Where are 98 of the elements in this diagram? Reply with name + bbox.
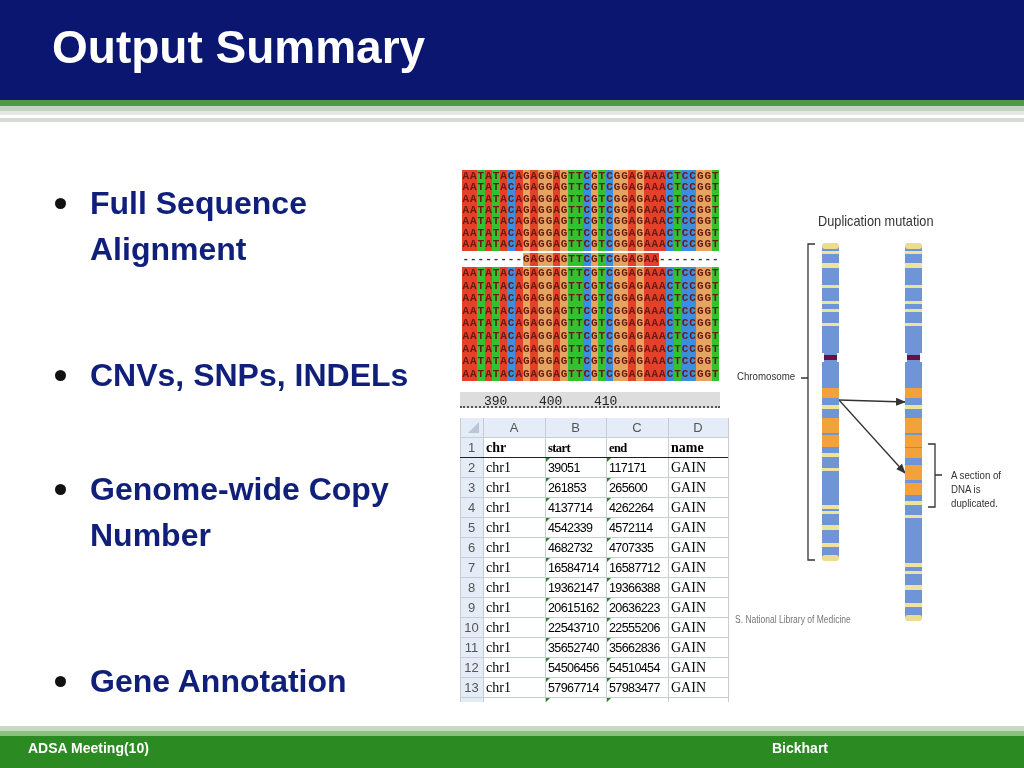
table-cell-text: 20636223 xyxy=(608,600,661,617)
table-cell-text: 35662836 xyxy=(608,640,661,657)
table-cell-text: 117171 xyxy=(608,460,648,477)
row-number: 4 xyxy=(466,499,477,517)
table-cell-text: 19362147 xyxy=(547,580,600,597)
sequence-row: AATATACAGAGGAGTTCGTCGGAGAAACTCCGGT xyxy=(462,304,720,318)
sequence-row: AATATACAGAGGAGTTCGTCGGAGAAACTCCGGT xyxy=(462,279,720,293)
row-number: 5 xyxy=(466,519,477,537)
table-cell-text: GAIN xyxy=(670,659,707,677)
table-cell-text: 265600 xyxy=(608,480,649,497)
row-number: 6 xyxy=(466,539,477,557)
table-cell-text: start xyxy=(547,440,572,457)
table-cell-text: chr1 xyxy=(485,519,512,537)
ruler-number: 400 xyxy=(539,394,563,409)
table-cell-text: 57983477 xyxy=(608,680,661,697)
table-cell-text: chr1 xyxy=(485,599,512,617)
table-cell-text: 4682732 xyxy=(547,540,594,557)
bullet-text: Genome-wide Copy Number xyxy=(90,470,390,555)
row-number: 7 xyxy=(466,559,477,577)
table-cell-text: chr1 xyxy=(485,679,512,697)
row-number: 11 xyxy=(463,639,480,657)
table-cell-text: chr1 xyxy=(485,659,512,677)
table-cell-text: chr1 xyxy=(485,639,512,657)
ruler-number: 410 xyxy=(594,394,618,409)
table-cell-text: 22555206 xyxy=(608,620,661,637)
row-number: 8 xyxy=(466,579,477,597)
arrow xyxy=(838,397,906,406)
table-cell-text: 54510454 xyxy=(608,660,661,677)
bullet-text: CNVs, SNPs, INDELs xyxy=(90,356,410,395)
table-cell-text: 4542339 xyxy=(547,520,594,537)
table-cell-text: name xyxy=(670,439,705,457)
table-cell-text: 4262264 xyxy=(608,500,655,517)
table-cell-text: chr1 xyxy=(485,479,512,497)
table-cell-text: 19366388 xyxy=(608,580,661,597)
row-number: 9 xyxy=(466,599,477,617)
figure-title: Duplication mutation xyxy=(818,212,934,229)
table-cell-text: chr1 xyxy=(485,459,512,477)
table-cell-text: 16584714 xyxy=(547,560,600,577)
table-cell-text: GAIN xyxy=(670,619,707,637)
table-cell-text: 35652740 xyxy=(547,640,600,657)
sequence-row: AATATACAGAGGAGTTCGTCGGAGAAACTCCGGT xyxy=(462,267,720,280)
table-cell-text: GAIN xyxy=(670,579,707,597)
table-cell-text: chr1 xyxy=(485,619,512,637)
column-header: B xyxy=(570,419,581,437)
table-cell-text: chr1 xyxy=(485,499,512,517)
table-cell-text: chr1 xyxy=(485,539,512,557)
footer-text: ADSA Meeting(10) xyxy=(28,740,149,756)
arrow xyxy=(838,399,906,474)
table-cell-text: end xyxy=(608,440,628,457)
table-cell-text: GAIN xyxy=(670,499,707,517)
table-cell-text: GAIN xyxy=(670,639,707,657)
row-number: 13 xyxy=(463,679,480,697)
column-header: D xyxy=(692,419,704,437)
ruler-number: 390 xyxy=(484,394,508,409)
sequence-row: AATATACAGAGGAGTTCGTCGGAGAAACTCCGGT xyxy=(462,367,720,381)
table-cell-text: GAIN xyxy=(670,519,707,537)
slide-title: Output Summary xyxy=(52,20,426,74)
table-cell-text: 4137714 xyxy=(547,500,594,517)
row-number: 2 xyxy=(466,459,477,477)
chromosome-drawing xyxy=(822,243,839,561)
column-header: A xyxy=(508,419,520,437)
table-cell-text: GAIN xyxy=(670,459,707,477)
callout-label: A section of DNA is duplicated. xyxy=(951,468,1003,510)
row-number: 10 xyxy=(463,619,480,637)
sequence-row: AATATACAGAGGAGTTCGTCGGAGAAACTCCGGT xyxy=(462,342,720,356)
column-header: C xyxy=(631,419,643,437)
table-cell-text: 261853 xyxy=(547,480,588,497)
table-cell-text: chr xyxy=(485,439,508,457)
row-number: 12 xyxy=(463,659,480,677)
table-cell-text: chr1 xyxy=(485,559,512,577)
callout-label: Chromosome xyxy=(737,370,796,382)
source-credit: S. National Library of Medicine xyxy=(735,614,851,625)
sequence-row: AATATACAGAGGAGTTCGTCGGAGAAACTCCGGT xyxy=(462,317,720,331)
table-cell-text: GAIN xyxy=(670,559,707,577)
table-cell-text: 20615162 xyxy=(547,600,600,617)
table-cell-text: 54506456 xyxy=(547,660,600,677)
footer-text: Bickhart xyxy=(772,740,829,756)
table-cell-text: GAIN xyxy=(670,479,707,497)
sequence-row: AATATACAGAGGAGTTCGTCGGAGAAACTCCGGT xyxy=(462,355,720,369)
row-number: 3 xyxy=(466,479,477,497)
table-cell-text: chr1 xyxy=(485,579,512,597)
table-cell-text: GAIN xyxy=(670,599,707,617)
chromosome-drawing xyxy=(905,243,922,621)
row-number: 1 xyxy=(466,439,477,457)
sequence-row: AATATACAGAGGAGTTCGTCGGAGAAACTCCGGT xyxy=(462,330,720,343)
bullet-text: Full Sequence Alignment xyxy=(90,184,308,269)
sequence-row: AATATACAGAGGAGTTCGTCGGAGAAACTCCGGT xyxy=(462,237,720,251)
table-cell-text: 22543710 xyxy=(547,620,600,637)
sequence-row: --------GAGGAGTTCGTCGGAGAA-------- xyxy=(462,253,720,266)
table-cell-text: 4707335 xyxy=(608,540,655,557)
table-cell-text: 57967714 xyxy=(547,680,600,697)
sequence-row: AATATACAGAGGAGTTCGTCGGAGAAACTCCGGT xyxy=(462,292,720,306)
table-cell-text: 4572114 xyxy=(608,520,654,537)
table-cell-text: GAIN xyxy=(670,539,707,557)
table-cell-text: GAIN xyxy=(670,679,707,697)
bullet-text: Gene Annotation xyxy=(90,662,348,701)
table-cell-text: 16587712 xyxy=(608,560,661,577)
table-cell-text: 39051 xyxy=(547,460,581,477)
